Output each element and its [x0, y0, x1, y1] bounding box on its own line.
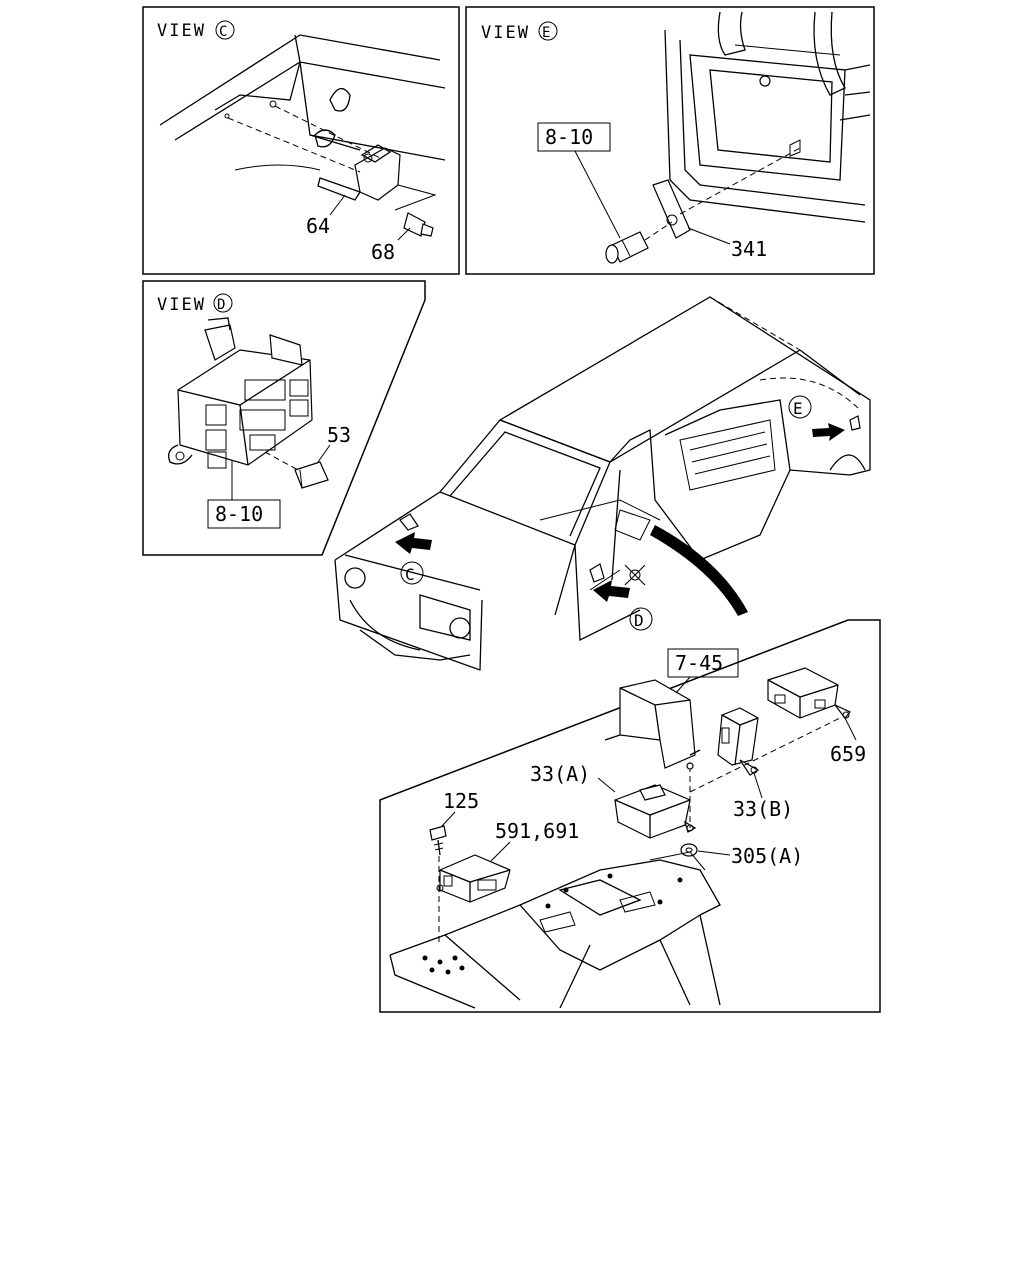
arrow-d-icon [593, 580, 630, 602]
sensor-33b [717, 707, 760, 776]
floor-tunnel [389, 851, 721, 1009]
screw-125 [429, 825, 447, 856]
detail-panel: 7-45 659 33(B) [379, 619, 881, 1013]
callout-305a: 305(A) [731, 844, 803, 868]
leader-305a [697, 850, 731, 856]
view-c-panel: VIEW C [142, 6, 460, 275]
view-e-panel: VIEW E 8-10 [465, 6, 875, 275]
leader-68 [397, 227, 411, 241]
screw-top [686, 762, 694, 770]
callout-341: 341 [731, 237, 767, 261]
leader-53 [317, 444, 331, 463]
marker-e-circle-icon [788, 395, 812, 419]
leader-341 [687, 227, 731, 245]
callout-box-8-10-e [537, 122, 611, 152]
marker-d-circle-icon [629, 607, 653, 631]
view-e-title: VIEW [481, 23, 530, 43]
callout-68: 68 [371, 240, 395, 264]
callout-33a: 33(A) [530, 762, 590, 786]
callout-33b: 33(B) [733, 797, 793, 821]
view-e-body-sheetmetal [664, 11, 871, 223]
bracket-341 [652, 179, 691, 239]
module-659 [767, 667, 851, 719]
leader-7-45 [675, 676, 691, 694]
view-d-panel: VIEW D 53 8- [142, 280, 426, 556]
vehicle-body: C D E [334, 296, 871, 671]
view-c-body-sheetmetal [159, 34, 446, 171]
cover-7-45 [604, 679, 701, 769]
callout-box-8-10-d [207, 499, 281, 529]
arrow-c-icon [395, 532, 432, 554]
module-591-691 [436, 854, 511, 903]
callout-591-691: 591,691 [495, 819, 579, 843]
view-d-frame [142, 280, 426, 556]
callout-box-7-45 [667, 648, 739, 678]
callout-8-10-e: 8-10 [545, 125, 593, 149]
nut-305a [680, 843, 698, 857]
marker-c-circle-icon [400, 561, 424, 585]
view-e-letter: E [542, 25, 550, 41]
leader-33b [753, 772, 763, 799]
callout-7-45: 7-45 [675, 651, 723, 675]
leader-64 [329, 194, 346, 216]
view-e-circle-icon [538, 21, 558, 41]
view-d-circle-icon [213, 293, 233, 313]
view-c-letter: C [219, 24, 227, 40]
callout-64: 64 [306, 214, 330, 238]
view-c-frame [142, 6, 460, 275]
callout-8-10-d: 8-10 [215, 502, 263, 526]
location-c-part [399, 513, 419, 531]
relay-53 [294, 461, 329, 489]
leader-125 [441, 811, 456, 827]
junction-block [167, 317, 313, 469]
leader-8-10-e [574, 150, 621, 239]
view-d-letter: D [217, 297, 225, 313]
marker-c: C [405, 565, 415, 584]
leader-33a [597, 777, 616, 793]
detail-frame [379, 619, 881, 1013]
callout-659: 659 [830, 742, 866, 766]
bracket-64 [317, 144, 401, 201]
marker-e: E [793, 399, 803, 418]
location-e-part [849, 415, 861, 431]
callout-125: 125 [443, 789, 479, 813]
view-d-title: VIEW [157, 295, 206, 315]
callout-53: 53 [327, 423, 351, 447]
bolt-68 [403, 212, 434, 237]
connector-8-10-view-e [605, 231, 649, 264]
location-d-part [589, 563, 605, 583]
view-c-title: VIEW [157, 21, 206, 41]
detail-pointer-arrow-icon [650, 525, 748, 616]
view-c-circle-icon [215, 20, 235, 40]
sensor-33a [614, 784, 697, 839]
marker-d: D [634, 611, 644, 630]
leader-659 [844, 717, 857, 741]
arrow-e-icon [812, 423, 845, 441]
view-e-frame [465, 6, 875, 275]
leader-591 [489, 841, 511, 863]
